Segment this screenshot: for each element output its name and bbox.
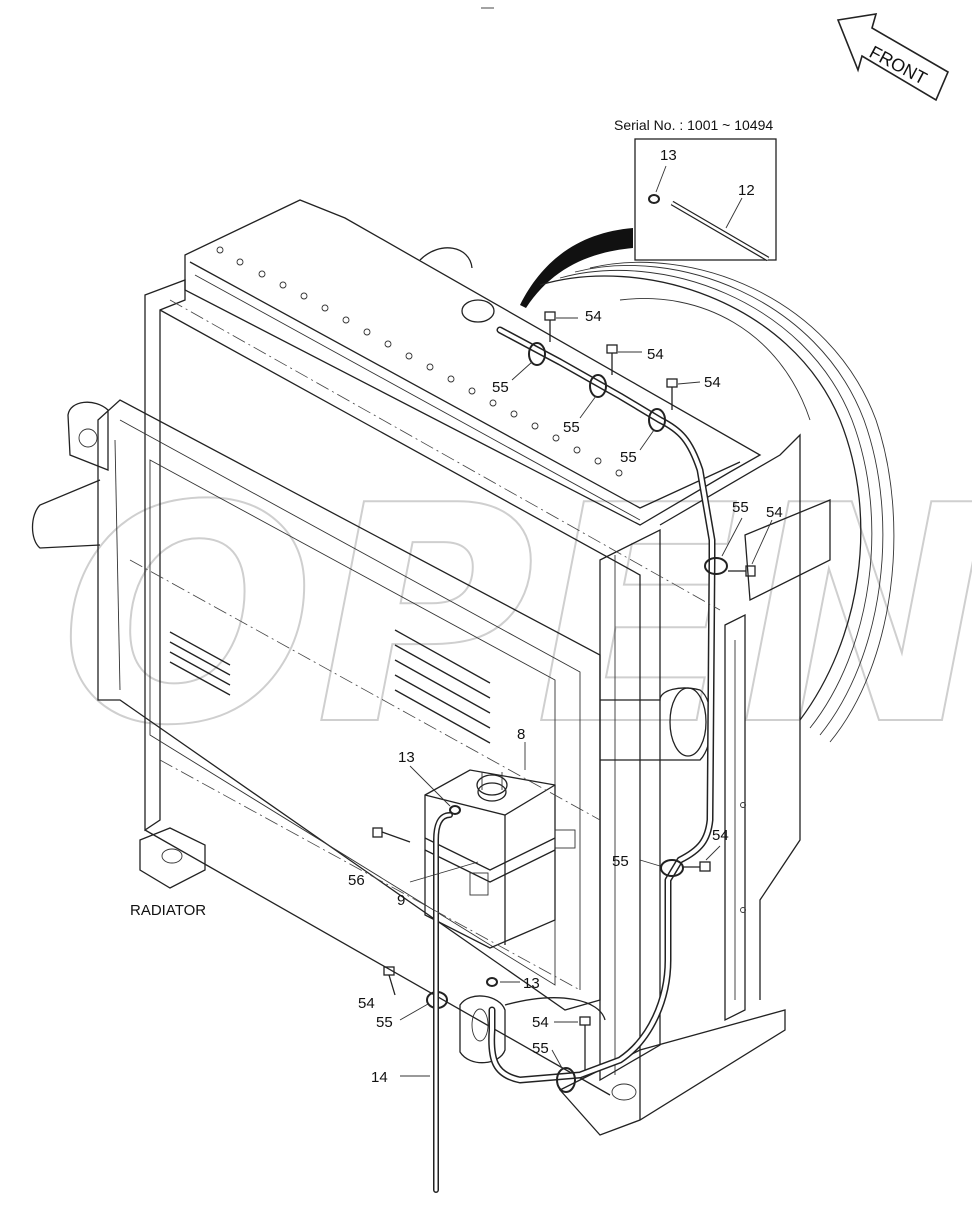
center-lines — [129, 299, 721, 991]
callout-54-d: 54 — [766, 504, 783, 521]
radiator-assembly — [31, 199, 831, 1136]
callout-55-d: 55 — [732, 499, 749, 516]
callout-9: 9 — [397, 892, 405, 909]
callout-55-e: 55 — [376, 1014, 393, 1031]
callout-55-g: 55 — [612, 853, 629, 870]
bolt-row — [216, 246, 623, 477]
callout-55-a: 55 — [492, 379, 509, 396]
front-label: FRONT — [866, 42, 930, 89]
callout-54-g: 54 — [712, 827, 729, 844]
callout-13-a: 13 — [398, 749, 415, 766]
fan-shroud — [539, 261, 895, 743]
callout-55-c: 55 — [620, 449, 637, 466]
serial-inset: Serial No. : 1001 ~ 10494 13 12 — [614, 117, 777, 262]
inset-pointer-arrow — [520, 228, 633, 308]
callout-54-c: 54 — [704, 374, 721, 391]
serial-label: Serial No. : 1001 ~ 10494 — [614, 117, 773, 133]
inset-callout-12: 12 — [738, 182, 755, 199]
bolt-54-icons — [372, 311, 756, 1070]
overflow-hose — [433, 812, 453, 1193]
callout-54-e: 54 — [358, 995, 375, 1012]
callout-55-f: 55 — [532, 1040, 549, 1057]
callout-54-b: 54 — [647, 346, 664, 363]
callout-13-b: 13 — [523, 975, 540, 992]
watermark: OPEN — [60, 442, 972, 791]
callout-56: 56 — [348, 872, 365, 889]
callout-14: 14 — [371, 1069, 388, 1086]
reserve-tank — [424, 769, 576, 987]
radiator-label: RADIATOR — [130, 902, 206, 919]
callout-labels: 54 54 54 55 55 55 55 54 8 13 56 9 54 55 … — [348, 308, 783, 1086]
upper-pipe — [372, 311, 756, 1093]
callout-54-f: 54 — [532, 1014, 549, 1031]
front-direction-arrow: FRONT — [836, 13, 950, 102]
callout-54-a: 54 — [585, 308, 602, 325]
inset-callout-13: 13 — [660, 147, 677, 164]
leader-lines — [399, 317, 773, 1077]
callout-8: 8 — [517, 726, 525, 743]
callout-55-b: 55 — [563, 419, 580, 436]
grille-vents — [169, 629, 491, 744]
